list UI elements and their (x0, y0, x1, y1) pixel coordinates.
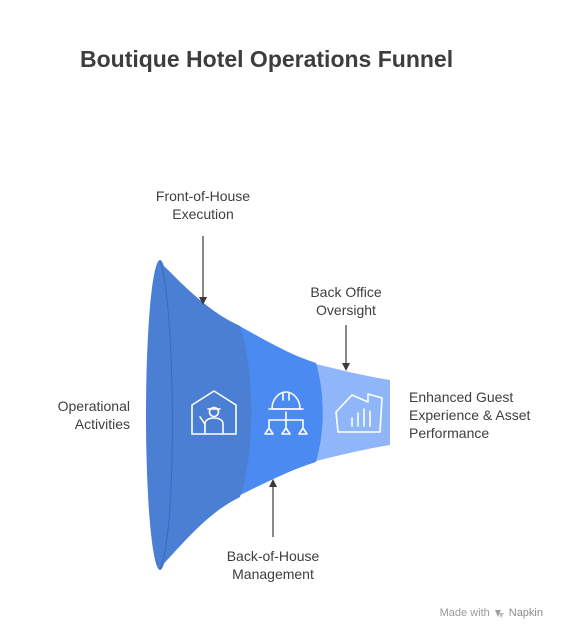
label-back-office-oversight: Back Office Oversight (310, 284, 382, 318)
hotel-chart-icon (335, 393, 383, 433)
funnel-stage-back-office (312, 363, 390, 462)
made-with-napkin-footer[interactable]: Made with Napkin (440, 607, 543, 619)
label-back-of-house-management: Back-of-House Management (226, 548, 320, 582)
arrows (199, 236, 350, 537)
label-operational-activities: Operational Activities (57, 398, 130, 432)
napkin-logo-icon (494, 609, 504, 618)
doorman-icon (191, 390, 237, 435)
label-enhanced-guest-experience: Enhanced Guest Experience & Asset Perfor… (409, 389, 531, 441)
page-title: Boutique Hotel Operations Funnel (80, 46, 454, 72)
funnel-stage-front-of-house (160, 262, 252, 568)
funnel-mouth (146, 260, 174, 570)
made-with-text: Made with (439, 607, 490, 619)
engineer-hierarchy-icon (264, 391, 308, 435)
napkin-brand-text: Napkin (508, 607, 543, 619)
funnel-stage-back-of-house (236, 324, 323, 497)
label-front-of-house-execution: Front-of-House Execution (155, 188, 251, 222)
